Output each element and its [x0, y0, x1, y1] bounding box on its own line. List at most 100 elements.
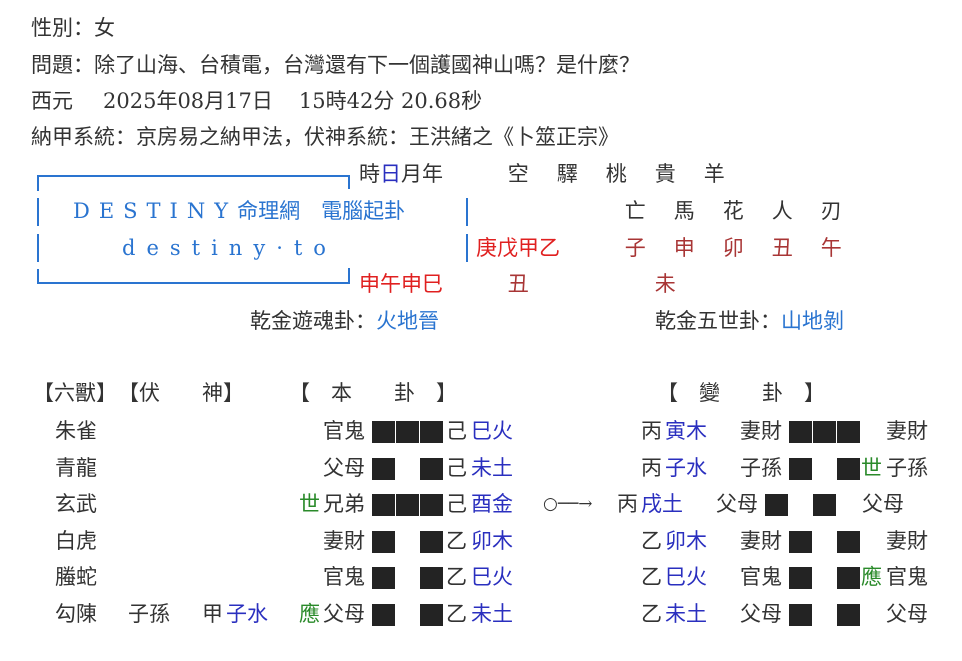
changed-stem: 丙: [641, 419, 662, 443]
moving-arrow-icon: ○──→: [543, 494, 593, 514]
shensha-sub-ma: 馬: [673, 199, 695, 223]
main-gua-value: 火地晉: [376, 309, 439, 333]
yin-block: [837, 531, 860, 553]
shensha-header-kong: 空: [507, 162, 529, 186]
changed-relation-2: 父母: [862, 492, 904, 516]
time-value: 15時42分 20.68秒: [298, 89, 483, 113]
shensha-value-taohua: 卯: [722, 236, 744, 260]
beast: 朱雀: [55, 419, 97, 443]
shensha-header-yang: 羊: [703, 162, 725, 186]
logo-box-right-1: [466, 198, 468, 226]
relation: 妻財: [323, 529, 365, 553]
yang-block: [372, 421, 395, 443]
changed-relation-2: 妻財: [886, 529, 928, 553]
fushen-relation: 子孫: [128, 602, 170, 626]
ying-mark: 應: [299, 602, 320, 626]
yin-block: [789, 458, 812, 480]
logo-box-bottom: [37, 282, 350, 284]
gender-line: 性別：女: [31, 15, 115, 41]
logo-box-corner-bl: [37, 269, 39, 283]
fushen-stem: 甲: [202, 602, 223, 626]
stem: 乙: [446, 602, 467, 626]
header-fushen: 【伏 神】: [118, 381, 244, 405]
shensha-sub-ren2: 刃: [820, 199, 842, 223]
branch: 卯木: [471, 529, 513, 553]
system-line: 納甲系統：京房易之納甲法，伏神系統：王洪緒之《卜筮正宗》: [31, 125, 619, 149]
branch: 巳火: [471, 565, 513, 589]
shensha-sub-ren: 人: [771, 199, 793, 223]
shensha-sub-hua: 花: [722, 199, 744, 223]
logo-brand: DESTINY: [73, 199, 238, 223]
question-label: 問題：: [31, 53, 94, 77]
header-liushou: 【六獸】: [33, 381, 117, 405]
changed-relation: 父母: [716, 492, 758, 516]
branch: 未土: [471, 602, 513, 626]
logo-suffix: 命理網 電腦起卦: [237, 199, 406, 223]
changed-relation: 妻財: [740, 419, 782, 443]
shensha-value-kongwang: 子: [624, 236, 646, 260]
shensha-value-guiren: 丑: [771, 236, 793, 260]
fushen-branch: 子水: [226, 602, 268, 626]
shensha-kong-extra-2: 未: [654, 272, 676, 296]
yin-block: [420, 458, 443, 480]
gender-label: 性別：: [31, 16, 94, 40]
date-line: 西元 2025年08月17日 15時42分 20.68秒: [31, 88, 482, 114]
yin-block: [813, 494, 836, 516]
logo-box-left-2: [37, 234, 39, 262]
relation: 父母: [323, 456, 365, 480]
changed-relation-2: 官鬼: [886, 565, 928, 589]
changed-stem: 乙: [641, 602, 662, 626]
changed-branch: 卯木: [665, 529, 707, 553]
pillar-stems: 庚戊甲乙: [476, 236, 560, 260]
pillar-label-day: 日: [380, 162, 401, 186]
yin-block: [789, 567, 812, 589]
pillar-branches: 申午申巳: [359, 272, 443, 296]
stem: 乙: [446, 565, 467, 589]
changed-relation: 官鬼: [740, 565, 782, 589]
yin-block: [765, 494, 788, 516]
yin-block: [420, 531, 443, 553]
header-bengua: 【 本 卦 】: [289, 381, 457, 405]
changed-relation: 父母: [740, 602, 782, 626]
yin-block: [837, 458, 860, 480]
beast: 螣蛇: [55, 565, 97, 589]
yin-block: [837, 567, 860, 589]
changed-branch: 未土: [665, 602, 707, 626]
relation: 官鬼: [323, 565, 365, 589]
branch: 酉金: [471, 492, 513, 516]
shensha-header-gui: 貴: [654, 162, 676, 186]
yang-block: [372, 494, 395, 516]
logo-box-corner-br: [348, 268, 350, 284]
pillar-label-hour: 時: [359, 162, 380, 186]
changed-branch: 子水: [665, 456, 707, 480]
branch: 巳火: [471, 419, 513, 443]
ying-mark: 應: [861, 565, 882, 589]
yin-block: [372, 567, 395, 589]
yin-block: [372, 458, 395, 480]
changed-branch: 巳火: [665, 565, 707, 589]
yang-block: [396, 494, 419, 516]
yang-block: [420, 494, 443, 516]
relation: 父母: [323, 602, 365, 626]
beast: 白虎: [55, 529, 97, 553]
yang-block: [813, 421, 836, 443]
changed-gua-label: 乾金五世卦：: [655, 309, 781, 333]
header-biangua: 【 變 卦 】: [657, 381, 825, 405]
stem: 乙: [446, 529, 467, 553]
stem: 己: [446, 419, 467, 443]
shensha-value-yangren: 午: [820, 236, 842, 260]
changed-stem: 丙: [641, 456, 662, 480]
date-value: 2025年08月17日: [103, 89, 273, 113]
shensha-header-yi: 驛: [556, 162, 578, 186]
yin-block: [372, 531, 395, 553]
changed-branch: 戌土: [641, 492, 683, 516]
shi-mark: 世: [299, 492, 320, 516]
main-gua-name: 乾金遊魂卦：火地晉: [250, 308, 439, 334]
changed-relation-2: 子孫: [886, 456, 928, 480]
changed-stem: 丙: [617, 492, 638, 516]
gender-value: 女: [94, 16, 115, 40]
logo-box-left-1: [37, 198, 39, 226]
yin-block: [837, 604, 860, 626]
yin-block: [789, 531, 812, 553]
date-prefix: 西元: [31, 89, 73, 113]
